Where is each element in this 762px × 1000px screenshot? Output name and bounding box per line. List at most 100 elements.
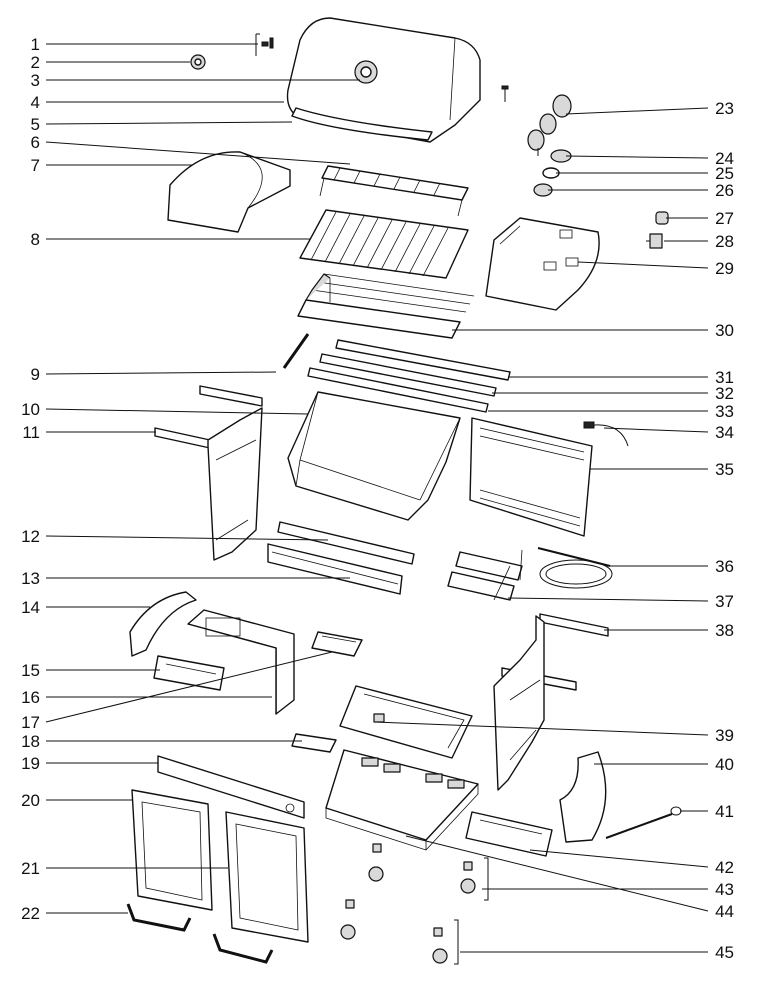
callout-number: 10 xyxy=(21,400,40,419)
callout-17: 17 xyxy=(21,651,333,732)
callout-number: 40 xyxy=(715,755,734,774)
part-ignitor-module xyxy=(646,233,663,249)
callout-8: 8 xyxy=(31,230,310,249)
part-drip-tray xyxy=(311,631,363,657)
callout-11: 11 xyxy=(22,423,156,442)
part-bracket-marks xyxy=(255,33,489,965)
callout-36: 36 xyxy=(610,557,734,576)
part-cookbox xyxy=(287,391,461,521)
callout-number: 13 xyxy=(21,569,40,588)
callout-number: 41 xyxy=(715,802,734,821)
callout-number: 8 xyxy=(31,230,40,249)
part-lid xyxy=(286,17,481,143)
callout-number: 30 xyxy=(715,321,734,340)
part-tank-bracket xyxy=(447,549,523,601)
part-bezels xyxy=(533,149,572,197)
callout-43: 43 xyxy=(482,880,734,899)
callout-44: 44 xyxy=(405,835,734,921)
callout-number: 45 xyxy=(715,943,734,962)
part-screws xyxy=(261,37,274,49)
leader-line xyxy=(45,535,329,541)
callout-number: 1 xyxy=(31,35,40,54)
leader-line xyxy=(45,371,277,375)
part-burner-tubes xyxy=(307,339,511,413)
callout-21: 21 xyxy=(21,859,228,878)
part-right-door xyxy=(225,811,309,943)
callout-number: 7 xyxy=(31,156,40,175)
callout-number: 26 xyxy=(715,181,734,200)
part-left-frame xyxy=(154,385,263,561)
callout-number: 25 xyxy=(715,164,734,183)
part-left-door xyxy=(131,789,213,911)
part-bottom-shelf xyxy=(325,749,479,851)
callout-number: 16 xyxy=(21,688,40,707)
part-flavorizer-bars xyxy=(297,273,475,339)
leader-line xyxy=(507,597,709,602)
part-cable xyxy=(605,806,682,839)
callout-40: 40 xyxy=(594,755,734,774)
part-gas-hose xyxy=(537,547,613,589)
part-right-shelf xyxy=(485,217,600,311)
leader-line xyxy=(565,155,709,159)
callout-18: 18 xyxy=(21,732,302,751)
callout-5: 5 xyxy=(31,115,293,134)
part-cross-bar xyxy=(277,521,415,565)
callout-number: 38 xyxy=(715,621,734,640)
callout-19: 19 xyxy=(21,754,158,773)
callout-15: 15 xyxy=(21,661,160,680)
part-cooking-grate xyxy=(299,209,469,279)
callout-number: 34 xyxy=(715,423,734,442)
part-right-frame xyxy=(493,613,609,791)
callout-number: 17 xyxy=(21,713,40,732)
part-warming-rack xyxy=(319,165,469,217)
part-side-bracket xyxy=(153,655,225,691)
callout-6: 6 xyxy=(31,133,351,165)
leader-line xyxy=(45,408,309,415)
part-side-console xyxy=(187,609,295,715)
leader-line xyxy=(375,721,709,736)
callout-number: 2 xyxy=(31,53,40,72)
callout-20: 20 xyxy=(21,791,132,810)
leader-line xyxy=(603,427,709,433)
part-control-knobs xyxy=(527,94,572,156)
callout-number: 24 xyxy=(715,149,734,168)
callout-41: 41 xyxy=(680,802,734,821)
callout-34: 34 xyxy=(603,423,734,442)
callout-number: 21 xyxy=(21,859,40,878)
callout-number: 6 xyxy=(31,133,40,152)
callout-27: 27 xyxy=(666,209,734,228)
leader-line xyxy=(45,651,333,723)
callout-number: 42 xyxy=(715,858,734,877)
part-front-panel xyxy=(157,755,305,819)
callout-2: 2 xyxy=(31,53,190,72)
callout-number: 23 xyxy=(715,99,734,118)
callout-number: 20 xyxy=(21,791,40,810)
callout-number: 27 xyxy=(715,209,734,228)
leader-line xyxy=(45,121,293,125)
callout-12: 12 xyxy=(21,527,329,546)
callout-number: 9 xyxy=(31,365,40,384)
leader-line xyxy=(577,261,709,269)
callout-number: 11 xyxy=(22,423,40,442)
callout-number: 14 xyxy=(21,598,40,617)
callout-45: 45 xyxy=(460,943,734,962)
callout-29: 29 xyxy=(577,259,734,278)
callout-number: 37 xyxy=(715,592,734,611)
callout-4: 4 xyxy=(31,93,284,112)
callout-number: 44 xyxy=(715,902,734,921)
part-bottom-tray xyxy=(339,685,473,759)
callout-number: 18 xyxy=(21,732,40,751)
callout-39: 39 xyxy=(375,721,734,745)
callout-number: 36 xyxy=(715,557,734,576)
part-handle-tray xyxy=(465,811,553,857)
callout-number: 12 xyxy=(21,527,40,546)
part-handle-bracket xyxy=(129,591,197,657)
leader-line xyxy=(565,107,709,115)
part-door-handles xyxy=(126,903,274,964)
part-ignition-wire xyxy=(583,421,629,447)
callout-number: 39 xyxy=(715,726,734,745)
callout-number: 31 xyxy=(715,368,734,387)
leader-line xyxy=(529,849,709,868)
